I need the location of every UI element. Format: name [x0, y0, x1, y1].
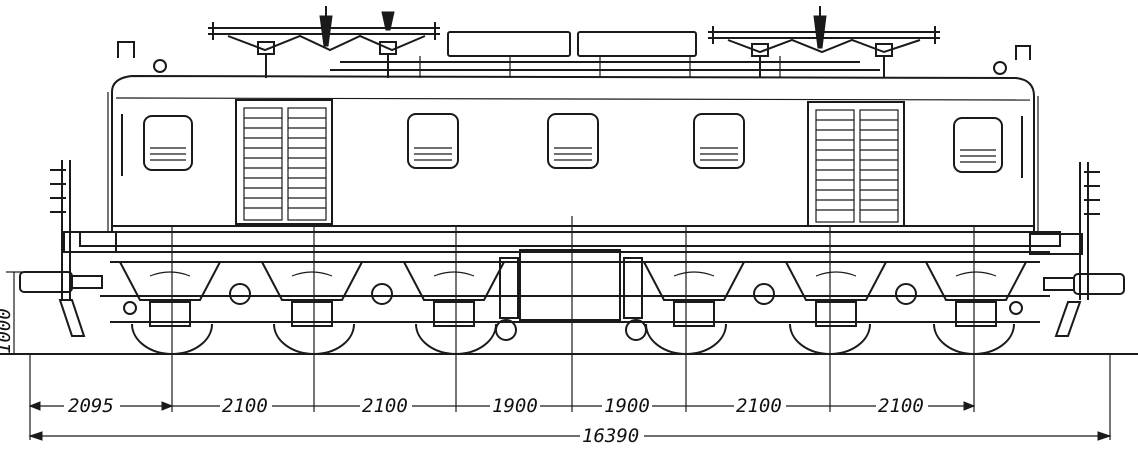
cab-window-right	[953, 116, 1023, 178]
roof-equipment	[117, 31, 1031, 78]
dim-axle-spacing-1: 2100	[222, 395, 268, 417]
dimension-row-overall	[28, 431, 1112, 441]
pantograph-right	[708, 6, 940, 78]
underframe	[79, 231, 1061, 341]
buffer-beam-right	[1029, 162, 1125, 337]
dim-axle-spacing-4: 1900	[604, 395, 650, 417]
dimension-height	[6, 271, 22, 354]
buffer-beam-left	[19, 160, 117, 337]
louvre-panel-left	[235, 99, 333, 225]
side-window-3	[693, 113, 745, 169]
axle-centre-lines	[29, 216, 1111, 440]
pantograph-left	[208, 6, 440, 78]
side-window-2	[547, 113, 599, 169]
dim-overall-length: 16390	[582, 425, 639, 447]
dim-overhang-left: 2095	[68, 395, 114, 417]
side-window-1	[407, 113, 459, 169]
dim-axle-spacing-5: 2100	[736, 395, 782, 417]
dim-axle-spacing-2: 2100	[362, 395, 408, 417]
bogie-left	[119, 261, 505, 327]
bogie-right	[643, 261, 1027, 327]
dim-axle-spacing-6: 2100	[878, 395, 924, 417]
dim-axle-spacing-3: 1900	[492, 395, 538, 417]
louvre-panel-right	[807, 101, 905, 227]
dim-height-side: 1000	[0, 308, 15, 354]
cab-window-left	[121, 114, 193, 176]
